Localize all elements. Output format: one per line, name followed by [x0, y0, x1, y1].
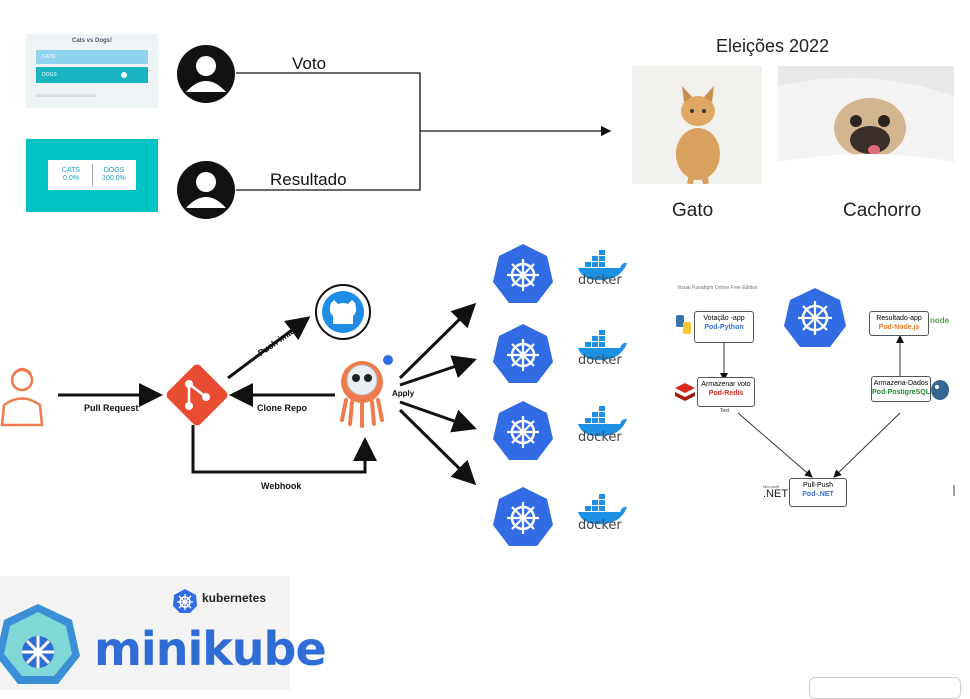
redis-to-worker-line — [737, 412, 813, 478]
minikube-banner — [0, 576, 290, 690]
vote-app-node: Votação -app Pod-Python — [694, 311, 754, 343]
voto-line — [236, 72, 421, 131]
kubernetes-icon-2 — [493, 324, 553, 383]
clone-repo-label: Clone Repo — [257, 403, 308, 413]
redis-icon — [675, 383, 695, 401]
postgres-node: Armazena-Dados Pod-PostigreSQL — [871, 376, 931, 402]
vote-option-cats[interactable]: CATS — [36, 50, 148, 64]
user-icon-voto — [177, 45, 235, 103]
apply-label: Apply — [392, 389, 415, 398]
result-divider — [92, 164, 93, 186]
resultado-line — [236, 131, 421, 191]
worker-node-name: Pull-Push — [803, 482, 833, 489]
postgres-node-name: Armazena-Dados — [873, 380, 929, 387]
redis-note: Test — [720, 408, 730, 414]
option-gato: Gato — [672, 200, 714, 221]
vote-app-node-name: Votação -app — [703, 315, 745, 322]
result-app-screenshot: CATS 0.0% DOGS 100.0% — [26, 139, 158, 212]
result-app-node-name: Resultado-app — [876, 315, 922, 322]
docker-label-3: docker — [578, 430, 622, 445]
result-app-node-pod: Pod-Node.js — [878, 324, 920, 331]
result-panel: CATS 0.0% DOGS 100.0% — [48, 160, 136, 190]
vote-app-footer — [36, 94, 96, 97]
vote-app-node-pod: Pod-Python — [704, 324, 744, 331]
result-cats-pct: 0.0% — [63, 175, 79, 182]
kubernetes-icon-4 — [493, 487, 553, 546]
docker-whale-icon-2 — [578, 330, 627, 361]
dog-photo — [778, 66, 954, 182]
webhook-label: Webhook — [261, 481, 302, 491]
result-cats: CATS 0.0% — [52, 167, 90, 183]
dotnet-icon: .NET — [763, 488, 789, 500]
kubernetes-small-icon — [173, 589, 197, 613]
vote-option-dogs[interactable]: DOGS — [36, 67, 148, 83]
microsoft-label: Microsoft — [763, 484, 780, 489]
pull-request-label: Pull Request — [84, 403, 139, 413]
kubernetes-icon-3 — [493, 401, 553, 460]
redis-node-pod: Pod-Redis — [708, 390, 744, 397]
git-icon — [166, 364, 228, 426]
apply-arrow-1 — [398, 302, 477, 380]
user-icon-resultado — [177, 161, 235, 219]
cat-image — [676, 86, 720, 185]
dog-image — [778, 78, 954, 182]
apply-arrow-2 — [399, 355, 477, 387]
postgres-node-pod: Pod-PostigreSQL — [872, 389, 930, 396]
postgres-to-worker-line — [833, 412, 901, 478]
option-cachorro: Cachorro — [843, 200, 922, 221]
result-cats-label: CATS — [61, 167, 81, 174]
resultado-label: Resultado — [270, 170, 347, 189]
docker-label-4: docker — [578, 518, 622, 533]
diagram-watermark: Visual Paradigm Online Free Edition — [677, 285, 758, 291]
developer-icon — [0, 367, 44, 427]
docker-whale-icon-1 — [578, 250, 627, 281]
result-dogs-pct: 100.0% — [102, 175, 126, 182]
redis-node-name: Armazenar voto — [701, 381, 751, 388]
vote-app-title: Cats vs Dogs! — [71, 38, 112, 44]
argo-icon — [340, 355, 393, 428]
worker-node: Pull-Push Pod-.NET — [789, 478, 847, 507]
apply-arrow-4 — [398, 408, 477, 486]
corner-panel — [809, 677, 961, 699]
redis-node: Armazenar voto Pod-Redis — [697, 377, 755, 407]
webhook-arrow — [191, 425, 377, 474]
election-title: Eleições 2022 — [716, 36, 830, 56]
vote-app-screenshot: Cats vs Dogs! CATS DOGS — [26, 34, 158, 108]
github-icon — [315, 284, 371, 340]
voto-label: Voto — [292, 54, 327, 73]
kubernetes-icon-1 — [493, 244, 553, 303]
kubernetes-wordmark: kubernetes — [202, 591, 267, 605]
docker-label-2: docker — [578, 353, 622, 368]
kubernetes-icon-architecture — [784, 288, 846, 347]
docker-whale-icon-4 — [578, 494, 627, 525]
apply-arrow-3 — [399, 400, 477, 433]
push-image-arrow — [227, 316, 311, 380]
docker-label-1: docker — [578, 273, 622, 288]
worker-node-pod: Pod-.NET — [802, 491, 834, 498]
minikube-logo-icon — [0, 604, 80, 684]
docker-whale-icon-3 — [578, 406, 627, 437]
check-icon — [121, 72, 127, 78]
postgresql-icon — [931, 380, 949, 400]
result-app-node: Resultado-app Pod-Node.js — [869, 311, 929, 336]
cat-photo — [632, 66, 762, 185]
nodejs-icon: node — [930, 316, 950, 325]
minikube-wordmark: minikube — [94, 622, 327, 676]
result-dogs: DOGS 100.0% — [94, 167, 134, 183]
result-dogs-label: DOGS — [103, 167, 125, 174]
python-icon — [676, 315, 691, 334]
